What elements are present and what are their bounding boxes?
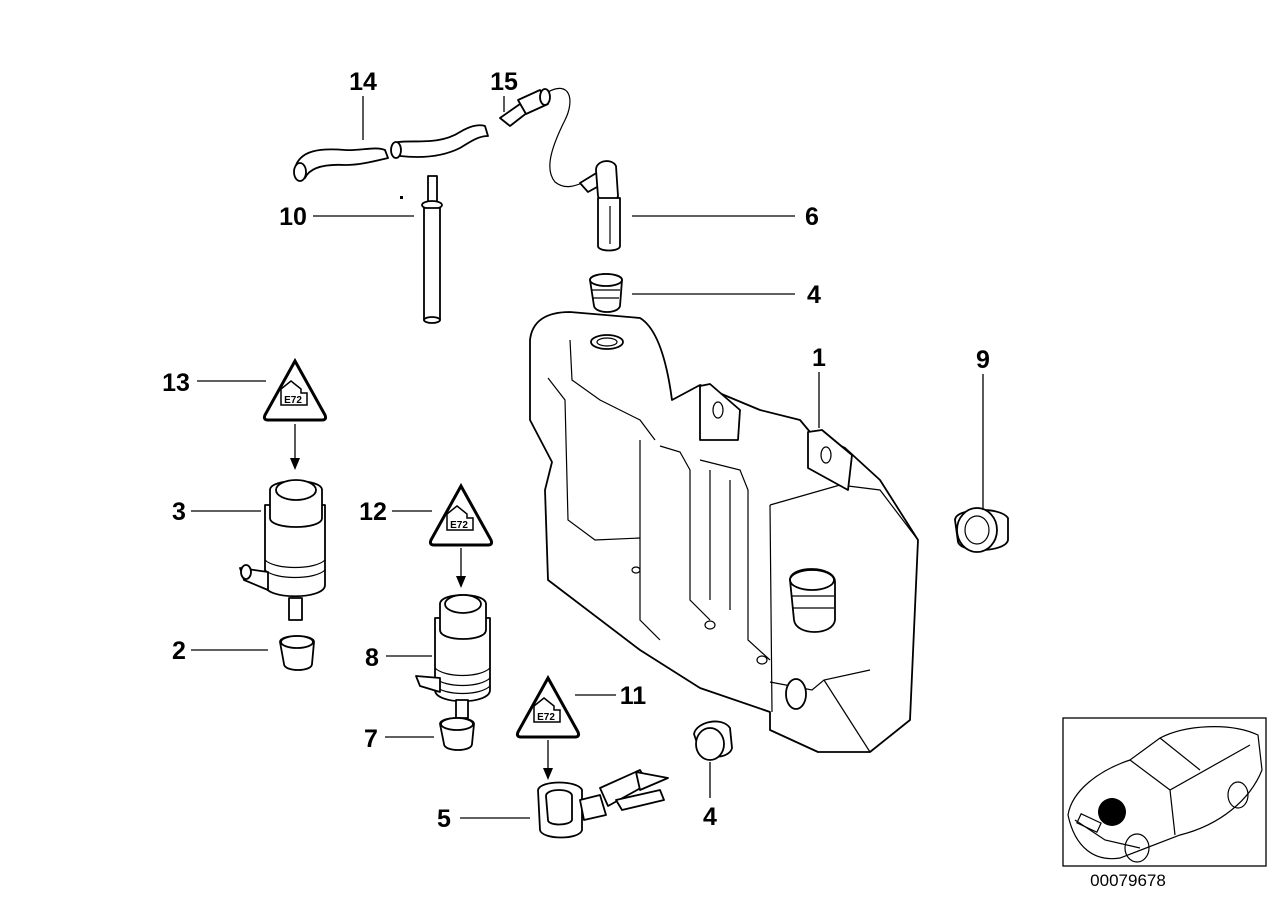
- callout-6: 6: [805, 203, 819, 231]
- svg-text:E72: E72: [450, 520, 468, 531]
- callout-1: 1: [812, 344, 826, 372]
- callout-8: 8: [365, 644, 379, 672]
- callout-2: 2: [172, 637, 186, 665]
- washer-pump-second-part: [415, 594, 491, 719]
- hose-part: [293, 124, 489, 182]
- connector-part: [499, 87, 586, 188]
- pump-grommet-second-part: [439, 717, 475, 751]
- callout-11: 11: [620, 682, 647, 710]
- warning-triangle-icon: E72: [515, 676, 581, 739]
- grommet-bottom-part: [693, 720, 733, 761]
- callout-3: 3: [172, 498, 186, 526]
- callout-4-bottom: 4: [703, 803, 717, 831]
- svg-text:E72: E72: [284, 395, 302, 406]
- svg-text:E72: E72: [537, 712, 555, 723]
- callout-7: 7: [364, 725, 378, 753]
- vehicle-locator-inset: [1062, 717, 1267, 867]
- pump-grommet-part: [279, 635, 315, 671]
- callout-14: 14: [349, 68, 377, 96]
- grommet-top-part: [589, 273, 623, 313]
- warning-triangle-icon: E72: [262, 359, 328, 422]
- callout-4-top: 4: [807, 281, 821, 309]
- callout-12: 12: [359, 498, 387, 526]
- car-location-icon: [1067, 726, 1263, 863]
- callout-5: 5: [437, 805, 451, 833]
- callout-labels: 14 15 10 6 4 1 9 13 3 12 2 8 11 7 4 5: [162, 68, 990, 833]
- level-sensor-part: [579, 160, 621, 252]
- leader-lines: [191, 96, 984, 819]
- callout-10: 10: [279, 203, 307, 231]
- callout-15: 15: [490, 68, 518, 96]
- callout-13: 13: [162, 369, 190, 397]
- pipe-part: [400, 175, 443, 324]
- level-switch-part: [537, 769, 669, 839]
- plug-part: [954, 507, 1009, 553]
- washer-reservoir-part: [529, 311, 919, 753]
- warning-triangle-icon: E72: [428, 484, 494, 547]
- callout-9: 9: [976, 346, 990, 374]
- washer-pump-part: [239, 479, 326, 621]
- diagram-code: 00079678: [1090, 871, 1166, 890]
